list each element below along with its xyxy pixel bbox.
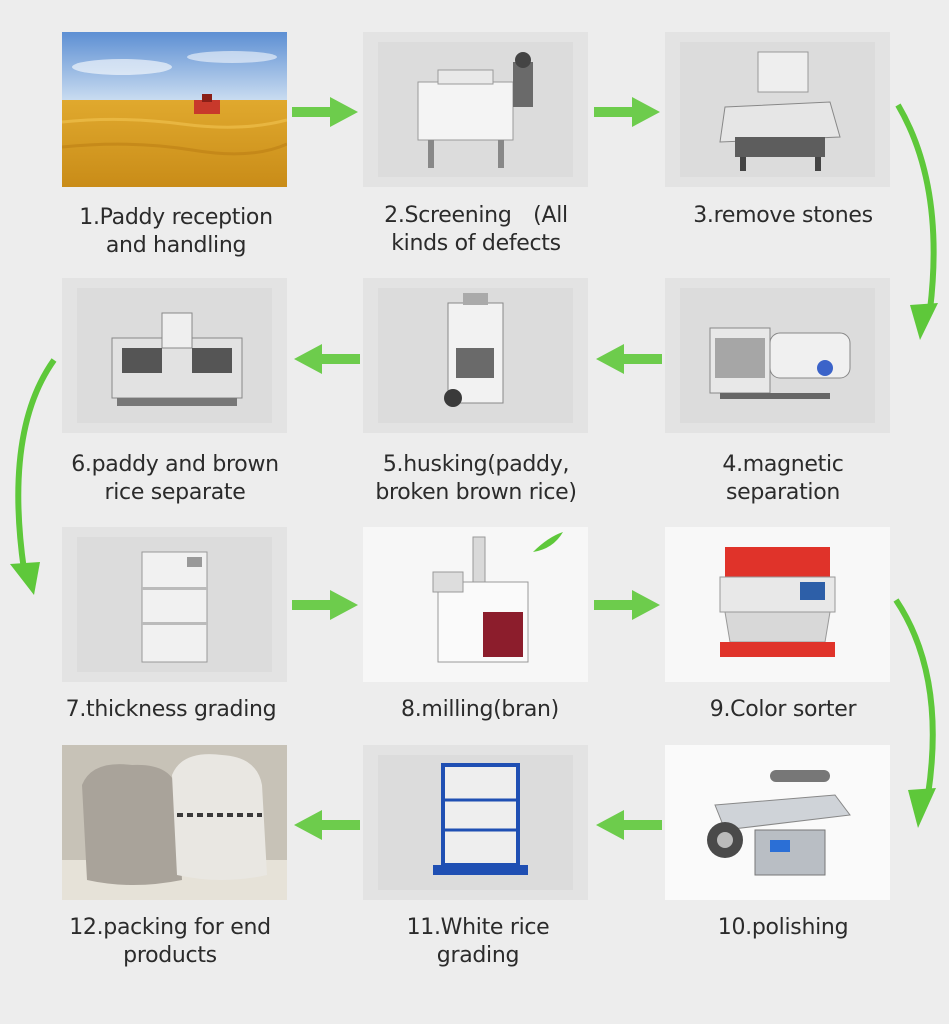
- arrow-right-2-to-3: [594, 97, 660, 127]
- step-9-image: [665, 527, 890, 682]
- polisher-photo: [665, 745, 890, 900]
- step-5-image: [363, 278, 588, 433]
- rice-field-harvester-photo: [62, 32, 287, 187]
- arrow-curve-6-to-7: [10, 358, 57, 595]
- arrow-left-5-to-6: [294, 344, 360, 374]
- step-1-image: [62, 32, 287, 187]
- magnetic-separator-photo: [709, 327, 851, 399]
- step-5-label: 5.husking(paddy,broken brown rice): [375, 452, 577, 505]
- arrow-left-10-to-11: [596, 810, 662, 840]
- color-sorter-photo: [665, 527, 890, 682]
- step-7-label: 7.thickness grading: [65, 697, 277, 722]
- arrow-right-8-to-9: [594, 590, 660, 620]
- step-8-label: 8.milling(bran): [401, 697, 559, 722]
- arrow-left-11-to-12: [294, 810, 360, 840]
- arrow-curve-3-to-4: [895, 103, 938, 340]
- husker-machine-photo: [444, 293, 504, 407]
- step-4-image: [665, 278, 890, 433]
- destoner-machine-photo: [719, 51, 841, 171]
- step-2-image: [363, 32, 588, 187]
- white-rice-grader-photo: [433, 763, 528, 875]
- step-11-image: [363, 745, 588, 900]
- thickness-grader-photo: [141, 551, 208, 663]
- rice-mill-photo: [363, 527, 588, 682]
- step-8-image: [363, 527, 588, 682]
- step-9-label: 9.Color sorter: [709, 697, 857, 722]
- arrow-right-1-to-2: [292, 97, 358, 127]
- arrow-left-4-to-5: [596, 344, 662, 374]
- arrow-curve-9-to-10: [893, 598, 936, 828]
- step-3-label: 3.remove stones: [693, 203, 873, 228]
- arrow-right-7-to-8: [292, 590, 358, 620]
- step-10-image: [665, 745, 890, 900]
- step-10-label: 10.polishing: [717, 915, 849, 940]
- step-3-image: [665, 32, 890, 187]
- screening-machine-photo: [417, 52, 533, 168]
- step-12-image: [62, 745, 287, 900]
- rice-sacks-photo: [62, 745, 287, 900]
- paddy-separator-photo: [111, 312, 243, 406]
- step-6-image: [62, 278, 287, 433]
- step-7-image: [62, 527, 287, 682]
